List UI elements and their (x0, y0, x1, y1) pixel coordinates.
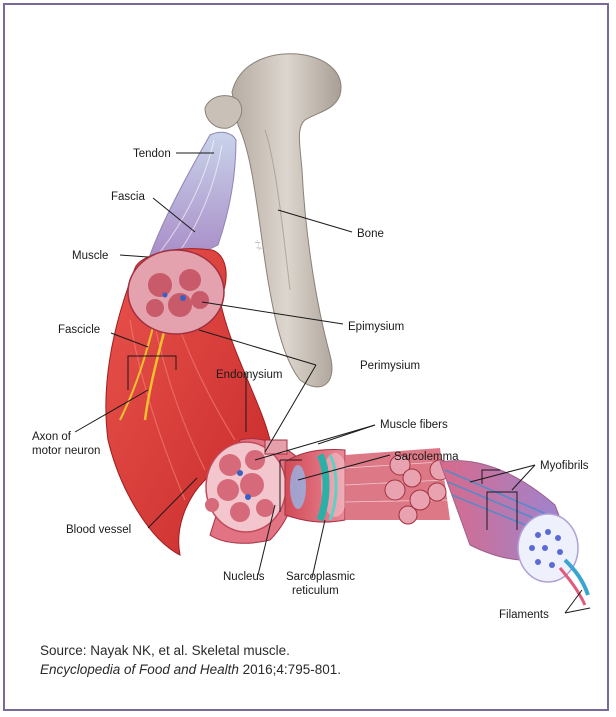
label-endomysium: Endomysium (216, 369, 282, 381)
bone-marking: ·/··/· (253, 239, 263, 252)
label-axon-line1: Axon of (32, 431, 72, 443)
label-sarcoplasmic-line1: Sarcoplasmic (286, 571, 355, 583)
myofibril-illustration (440, 461, 588, 605)
label-tendon: Tendon (133, 148, 171, 160)
label-fascia: Fascia (111, 191, 145, 203)
label-fascicle: Fascicle (58, 324, 100, 336)
label-bone: Bone (357, 228, 384, 240)
label-perimysium: Perimysium (360, 360, 420, 372)
label-axon-line2: motor neuron (32, 445, 100, 457)
label-nucleus: Nucleus (223, 571, 265, 583)
caption-line2: Encyclopedia of Food and Health 2016;4:7… (40, 660, 580, 679)
label-muscle-fibers: Muscle fibers (380, 419, 448, 431)
caption-line1: Source: Nayak NK, et al. Skeletal muscle… (40, 641, 580, 660)
label-sarcolemma: Sarcolemma (394, 451, 459, 463)
caption-citation: 2016;4:795-801. (239, 662, 341, 677)
label-muscle: Muscle (72, 250, 108, 262)
label-blood-vessel: Blood vessel (66, 524, 131, 536)
label-sarcoplasmic-line2: reticulum (292, 585, 339, 597)
source-caption: Source: Nayak NK, et al. Skeletal muscle… (40, 641, 580, 679)
label-filaments: Filaments (499, 609, 549, 620)
label-epimysium: Epimysium (348, 321, 404, 333)
label-myofibrils: Myofibrils (540, 460, 589, 472)
muscle-anatomy-diagram: ·/··/· (0, 0, 616, 620)
caption-journal: Encyclopedia of Food and Health (40, 662, 239, 677)
